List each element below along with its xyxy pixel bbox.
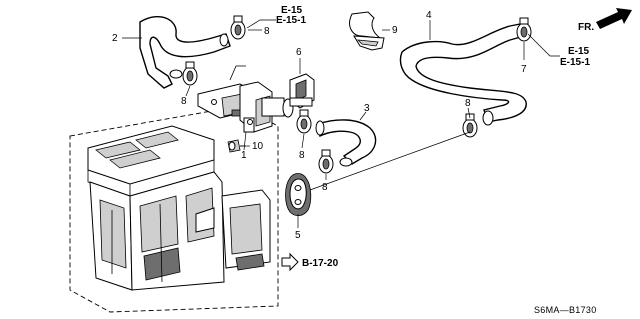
bolt-part-10 bbox=[227, 139, 246, 153]
callout-10: 10 bbox=[252, 141, 264, 152]
hose-clamp-8b bbox=[182, 61, 198, 86]
hose-clamp-8c bbox=[296, 109, 312, 134]
leader-lines bbox=[122, 19, 560, 228]
hose-clamp-8e bbox=[462, 113, 478, 138]
grommet-part-5 bbox=[285, 173, 312, 216]
water-hose-part-4 bbox=[399, 23, 527, 126]
water-valve-part-1 bbox=[197, 65, 294, 133]
drawing-code: S6MA—B1730 bbox=[534, 305, 597, 315]
callout-8e: 8 bbox=[465, 98, 471, 109]
clip-part-9 bbox=[349, 11, 385, 51]
hose-clamp-8a bbox=[230, 15, 246, 40]
ref-e15-right: E-15 bbox=[568, 46, 590, 57]
reference-arrow-icon bbox=[281, 252, 299, 272]
front-direction-arrow: FR. bbox=[578, 8, 632, 33]
callout-2: 2 bbox=[112, 33, 118, 44]
ref-e151-right: E-15-1 bbox=[560, 57, 590, 68]
callout-7: 7 bbox=[521, 64, 527, 75]
callout-3: 3 bbox=[364, 103, 370, 114]
heater-unit-assembly bbox=[69, 105, 279, 313]
section-references: E-15 E-15-1 E-15 E-15-1 B-17-20 bbox=[276, 5, 590, 269]
clip-part-6 bbox=[289, 73, 315, 109]
hose-clamp-part-7 bbox=[516, 17, 532, 42]
ref-e151-left: E-15-1 bbox=[276, 15, 306, 26]
ref-b1720: B-17-20 bbox=[302, 258, 339, 269]
ref-e15-left: E-15 bbox=[281, 5, 303, 16]
callout-8c: 8 bbox=[299, 150, 305, 161]
callout-labels: 1 2 3 4 5 6 7 8 8 8 8 8 9 10 bbox=[112, 10, 527, 241]
callout-4: 4 bbox=[426, 10, 432, 21]
callout-8b: 8 bbox=[181, 96, 187, 107]
callout-1: 1 bbox=[241, 150, 247, 161]
callout-9: 9 bbox=[392, 25, 398, 36]
callout-6: 6 bbox=[296, 47, 302, 58]
callout-8d: 8 bbox=[322, 182, 328, 193]
callout-5: 5 bbox=[295, 230, 301, 241]
water-hose-part-3 bbox=[315, 119, 377, 167]
b1720-reference bbox=[281, 252, 299, 272]
fr-arrow-icon bbox=[596, 8, 632, 29]
hose-clamp-8d bbox=[318, 149, 334, 174]
water-hose-part-2 bbox=[139, 16, 231, 89]
fr-label: FR. bbox=[578, 22, 594, 33]
callout-8a: 8 bbox=[264, 26, 270, 37]
